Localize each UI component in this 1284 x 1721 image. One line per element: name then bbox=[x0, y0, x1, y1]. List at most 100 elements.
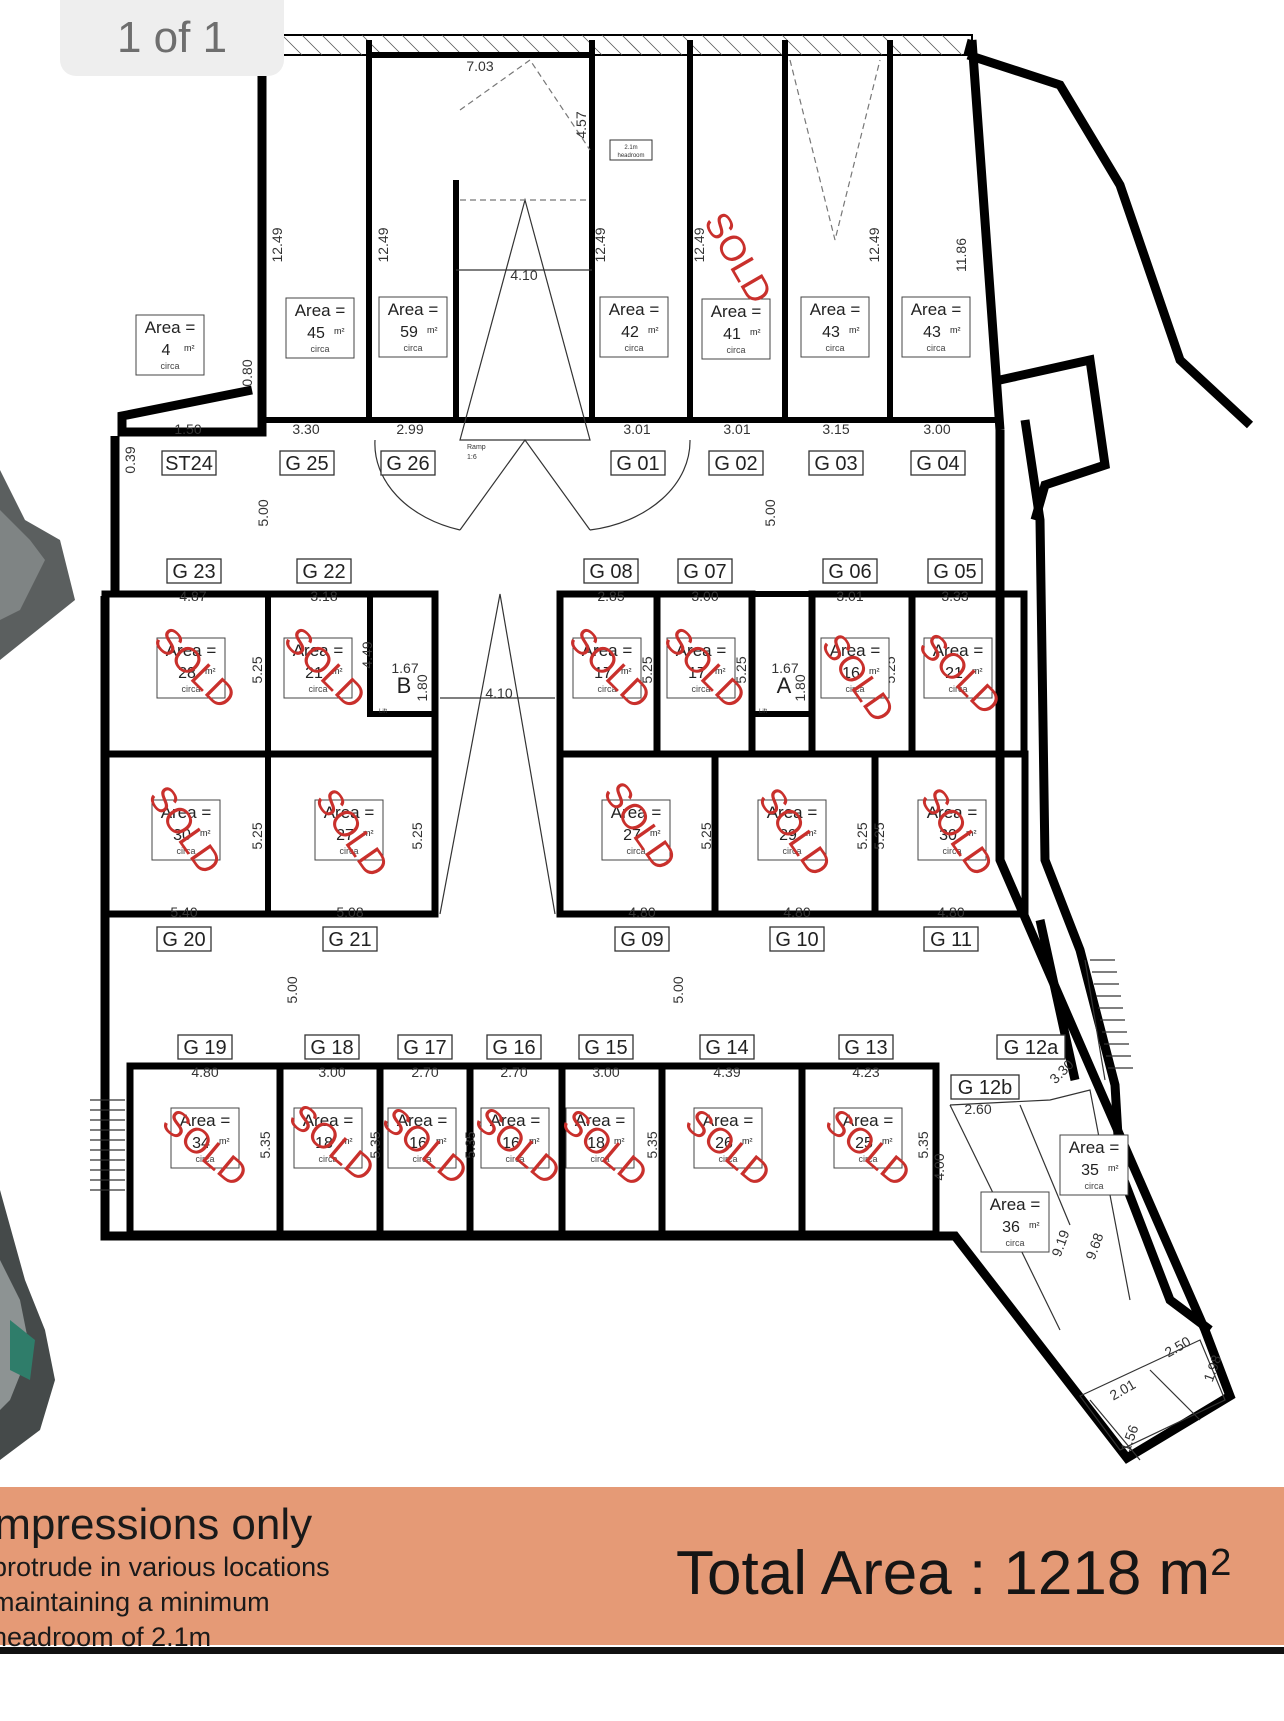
dimension-label: 11.86 bbox=[953, 238, 969, 272]
ramp-top bbox=[374, 59, 881, 531]
area-value: 27 bbox=[623, 827, 641, 844]
dimension-label: 5.25 bbox=[249, 656, 265, 683]
lift-caption: Lift bbox=[379, 709, 387, 715]
dimension-label: 3.00 bbox=[923, 421, 950, 437]
area-unit: m² bbox=[205, 666, 216, 676]
sold-stamp: SOLD bbox=[696, 205, 781, 310]
dimension-label: 4.10 bbox=[510, 267, 537, 283]
unit-id: G 16 bbox=[492, 1037, 535, 1059]
unit-label-g12a: G 12a bbox=[996, 1034, 1066, 1060]
headroom-note-line2: headroom bbox=[617, 153, 644, 159]
area-value: 16 bbox=[409, 1135, 427, 1152]
area-title: Area = bbox=[582, 641, 633, 660]
area-title: Area = bbox=[388, 300, 439, 319]
unit-id: G 20 bbox=[162, 929, 205, 951]
area-note: circa bbox=[926, 343, 945, 353]
unit-label-st24: ST24 bbox=[161, 450, 217, 476]
unit-id: G 21 bbox=[328, 929, 371, 951]
disclaimer-line-3: headroom of 2.1m bbox=[0, 1622, 212, 1652]
dimension-label: 2.70 bbox=[500, 1064, 527, 1080]
dimension-label: 12.49 bbox=[375, 227, 391, 262]
area-note: circa bbox=[948, 684, 967, 694]
dimension-label: 4.80 bbox=[783, 904, 810, 920]
area-note: circa bbox=[310, 344, 329, 354]
unit-label-g26: G 26 bbox=[380, 450, 436, 476]
unit-label-g19: G 19 bbox=[177, 1034, 233, 1060]
dimension-label: 4.80 bbox=[191, 1064, 218, 1080]
area-unit: m² bbox=[950, 325, 961, 335]
dimension-label: 4.57 bbox=[573, 111, 589, 138]
area-value: 43 bbox=[923, 324, 941, 341]
unit-id: ST24 bbox=[165, 453, 213, 475]
unit-id: G 17 bbox=[403, 1037, 446, 1059]
area-note: circa bbox=[1084, 1181, 1103, 1191]
lift-letter: B bbox=[397, 673, 412, 698]
area-title: Area = bbox=[1069, 1138, 1120, 1157]
total-area-label: Total Area : 1218 m bbox=[676, 1539, 1211, 1608]
area-title: Area = bbox=[397, 1111, 448, 1130]
unit-id: G 25 bbox=[285, 453, 328, 475]
dimension-label: 12.49 bbox=[691, 227, 707, 262]
unit-label-g02: G 02 bbox=[708, 450, 764, 476]
unit-id: G 26 bbox=[386, 453, 429, 475]
dimension-label: 5.35 bbox=[462, 1131, 478, 1158]
dimension-label: 5.25 bbox=[249, 822, 265, 849]
area-note: circa bbox=[691, 684, 710, 694]
exterior-walls bbox=[100, 38, 1254, 1464]
unit-id: G 08 bbox=[589, 561, 632, 583]
area-note: circa bbox=[308, 684, 327, 694]
area-unit: m² bbox=[972, 666, 983, 676]
area-unit: m² bbox=[750, 327, 761, 337]
dimension-label: 3.18 bbox=[310, 588, 337, 604]
area-unit: m² bbox=[621, 666, 632, 676]
unit-label-g11: G 11 bbox=[923, 926, 979, 952]
unit-label-g06: G 06 bbox=[822, 558, 878, 584]
dimension-label: 12.49 bbox=[592, 227, 608, 262]
dimension-label: 2.85 bbox=[597, 588, 624, 604]
area-value: 26 bbox=[715, 1135, 733, 1152]
dimension-label: 3.01 bbox=[836, 588, 863, 604]
area-unit: m² bbox=[184, 343, 195, 353]
unit-label-g10: G 10 bbox=[769, 926, 825, 952]
dimension-label: 4.87 bbox=[179, 588, 206, 604]
dimension-label: 9.68 bbox=[1082, 1231, 1106, 1262]
unit-id: G 10 bbox=[775, 929, 818, 951]
unit-id: G 13 bbox=[844, 1037, 887, 1059]
area-value: 42 bbox=[621, 324, 639, 341]
area-unit: m² bbox=[869, 666, 880, 676]
area-unit: m² bbox=[427, 325, 438, 335]
dimension-label: 5.35 bbox=[644, 1131, 660, 1158]
dimension-label: 9.19 bbox=[1048, 1228, 1072, 1259]
area-title: Area = bbox=[843, 1111, 894, 1130]
area-unit: m² bbox=[742, 1136, 753, 1146]
dimension-label: 5.35 bbox=[915, 1131, 931, 1158]
area-note: circa bbox=[195, 1154, 214, 1164]
area-title: Area = bbox=[180, 1111, 231, 1130]
area-unit: m² bbox=[648, 325, 659, 335]
dimension-label: 2.70 bbox=[411, 1064, 438, 1080]
area-value: 30 bbox=[173, 827, 191, 844]
area-unit: m² bbox=[614, 1136, 625, 1146]
area-note: circa bbox=[1005, 1238, 1024, 1248]
dimension-label: 1.67 bbox=[391, 660, 418, 676]
area-value: 18 bbox=[587, 1135, 605, 1152]
unit-id: G 19 bbox=[183, 1037, 226, 1059]
dimension-label: 2.60 bbox=[964, 1101, 991, 1117]
area-note: circa bbox=[597, 684, 616, 694]
area-value: 16 bbox=[502, 1135, 520, 1152]
dimension-label: 2.01 bbox=[1107, 1376, 1139, 1404]
area-unit: m² bbox=[219, 1136, 230, 1146]
area-note: circa bbox=[845, 684, 864, 694]
